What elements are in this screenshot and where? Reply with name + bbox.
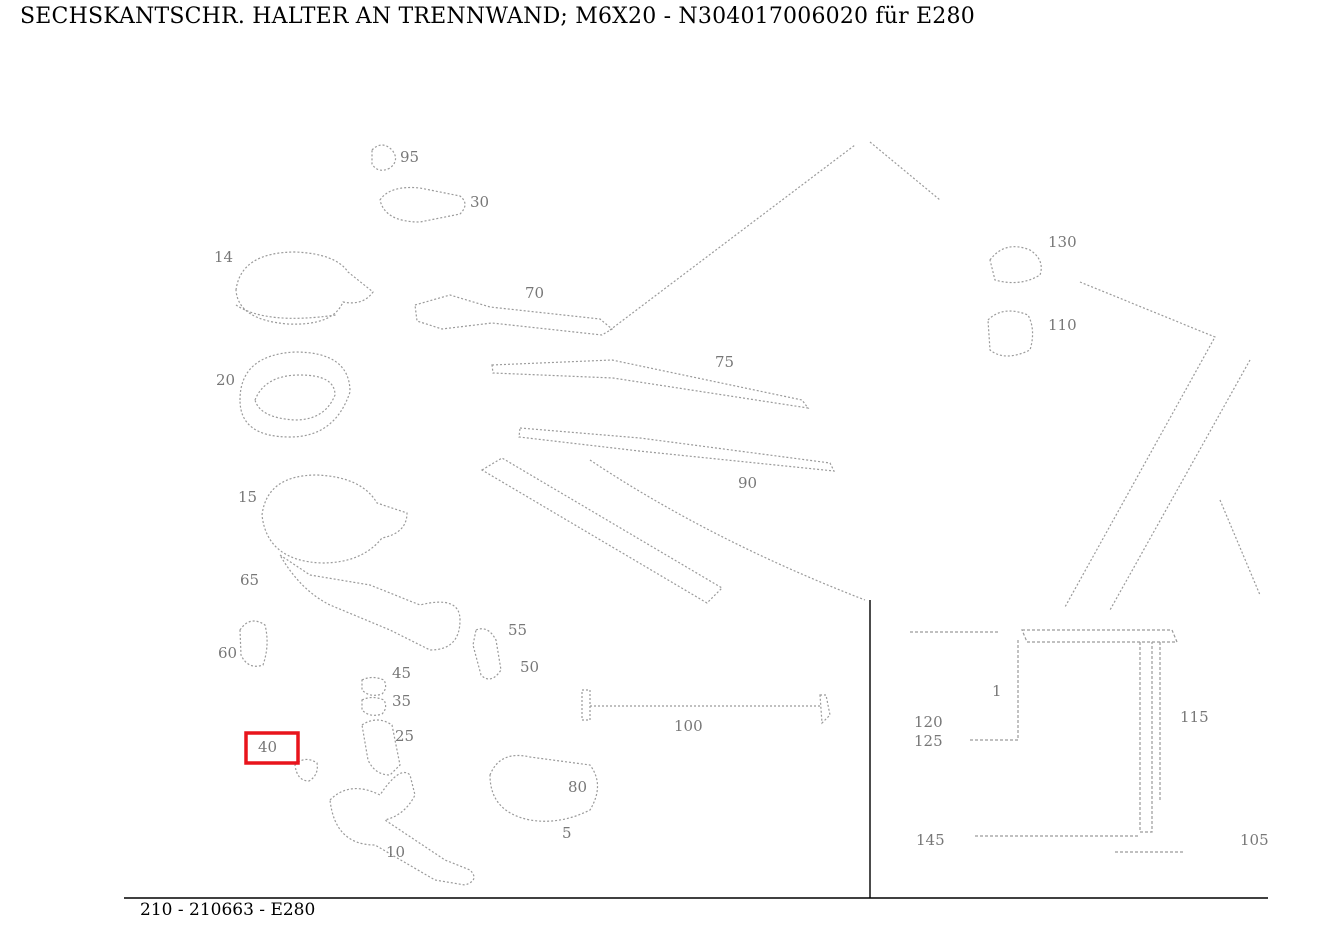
part-20-ring [239, 351, 351, 438]
callout-120: 120 [914, 713, 943, 731]
callout-40: 40 [258, 738, 277, 756]
callout-14: 14 [214, 248, 233, 266]
callout-20: 20 [216, 371, 235, 389]
callout-25: 25 [395, 727, 414, 745]
part-14-housing [235, 251, 374, 325]
callout-105: 105 [1240, 831, 1269, 849]
callout-35: 35 [392, 692, 411, 710]
page-title: SECHSKANTSCHR. HALTER AN TRENNWAND; M6X2… [20, 4, 975, 29]
callout-5: 5 [562, 824, 572, 842]
highlight-box [244, 731, 300, 765]
callout-1: 1 [992, 682, 1002, 700]
part-15-motor [261, 474, 408, 564]
callout-130: 130 [1048, 233, 1077, 251]
callout-55: 55 [508, 621, 527, 639]
callout-100: 100 [674, 717, 703, 735]
callout-60: 60 [218, 644, 237, 662]
callout-65: 65 [240, 571, 259, 589]
part-60-clip [239, 620, 268, 667]
part-70-lever [414, 294, 614, 336]
callout-125: 125 [914, 732, 943, 750]
callout-95: 95 [400, 148, 419, 166]
callout-145: 145 [916, 831, 945, 849]
callout-75: 75 [715, 353, 734, 371]
part-40-screw [294, 758, 318, 782]
part-110-cap [987, 310, 1034, 357]
part-10-arm [329, 771, 475, 886]
part-25-link [361, 719, 401, 776]
callout-50: 50 [520, 658, 539, 676]
part-95-clip [371, 144, 397, 171]
part-35-washer [361, 696, 387, 716]
part-100-rod [581, 689, 831, 725]
drawing-reference: 210 - 210663 - E280 [140, 900, 316, 920]
part-130-clip [989, 246, 1042, 284]
part-90-rod [518, 427, 836, 472]
part-55-bracket [472, 628, 502, 680]
callout-labels: 95 30 14 70 130 110 20 75 90 15 65 60 55… [214, 148, 1269, 861]
callout-30: 30 [470, 193, 489, 211]
callout-10: 10 [386, 843, 405, 861]
hatched-strip [480, 457, 723, 604]
callout-110: 110 [1048, 316, 1077, 334]
part-45-washer [361, 676, 387, 696]
body-outline [589, 141, 1261, 611]
callout-70: 70 [525, 284, 544, 302]
part-75-rod [491, 359, 810, 409]
callout-45: 45 [392, 664, 411, 682]
part-30-bracket [379, 186, 466, 223]
callout-90: 90 [738, 474, 757, 492]
callout-80: 80 [568, 778, 587, 796]
detail-bracket [910, 629, 1185, 853]
part-5-motor [489, 754, 599, 822]
callout-115: 115 [1180, 708, 1209, 726]
callout-15: 15 [238, 488, 257, 506]
